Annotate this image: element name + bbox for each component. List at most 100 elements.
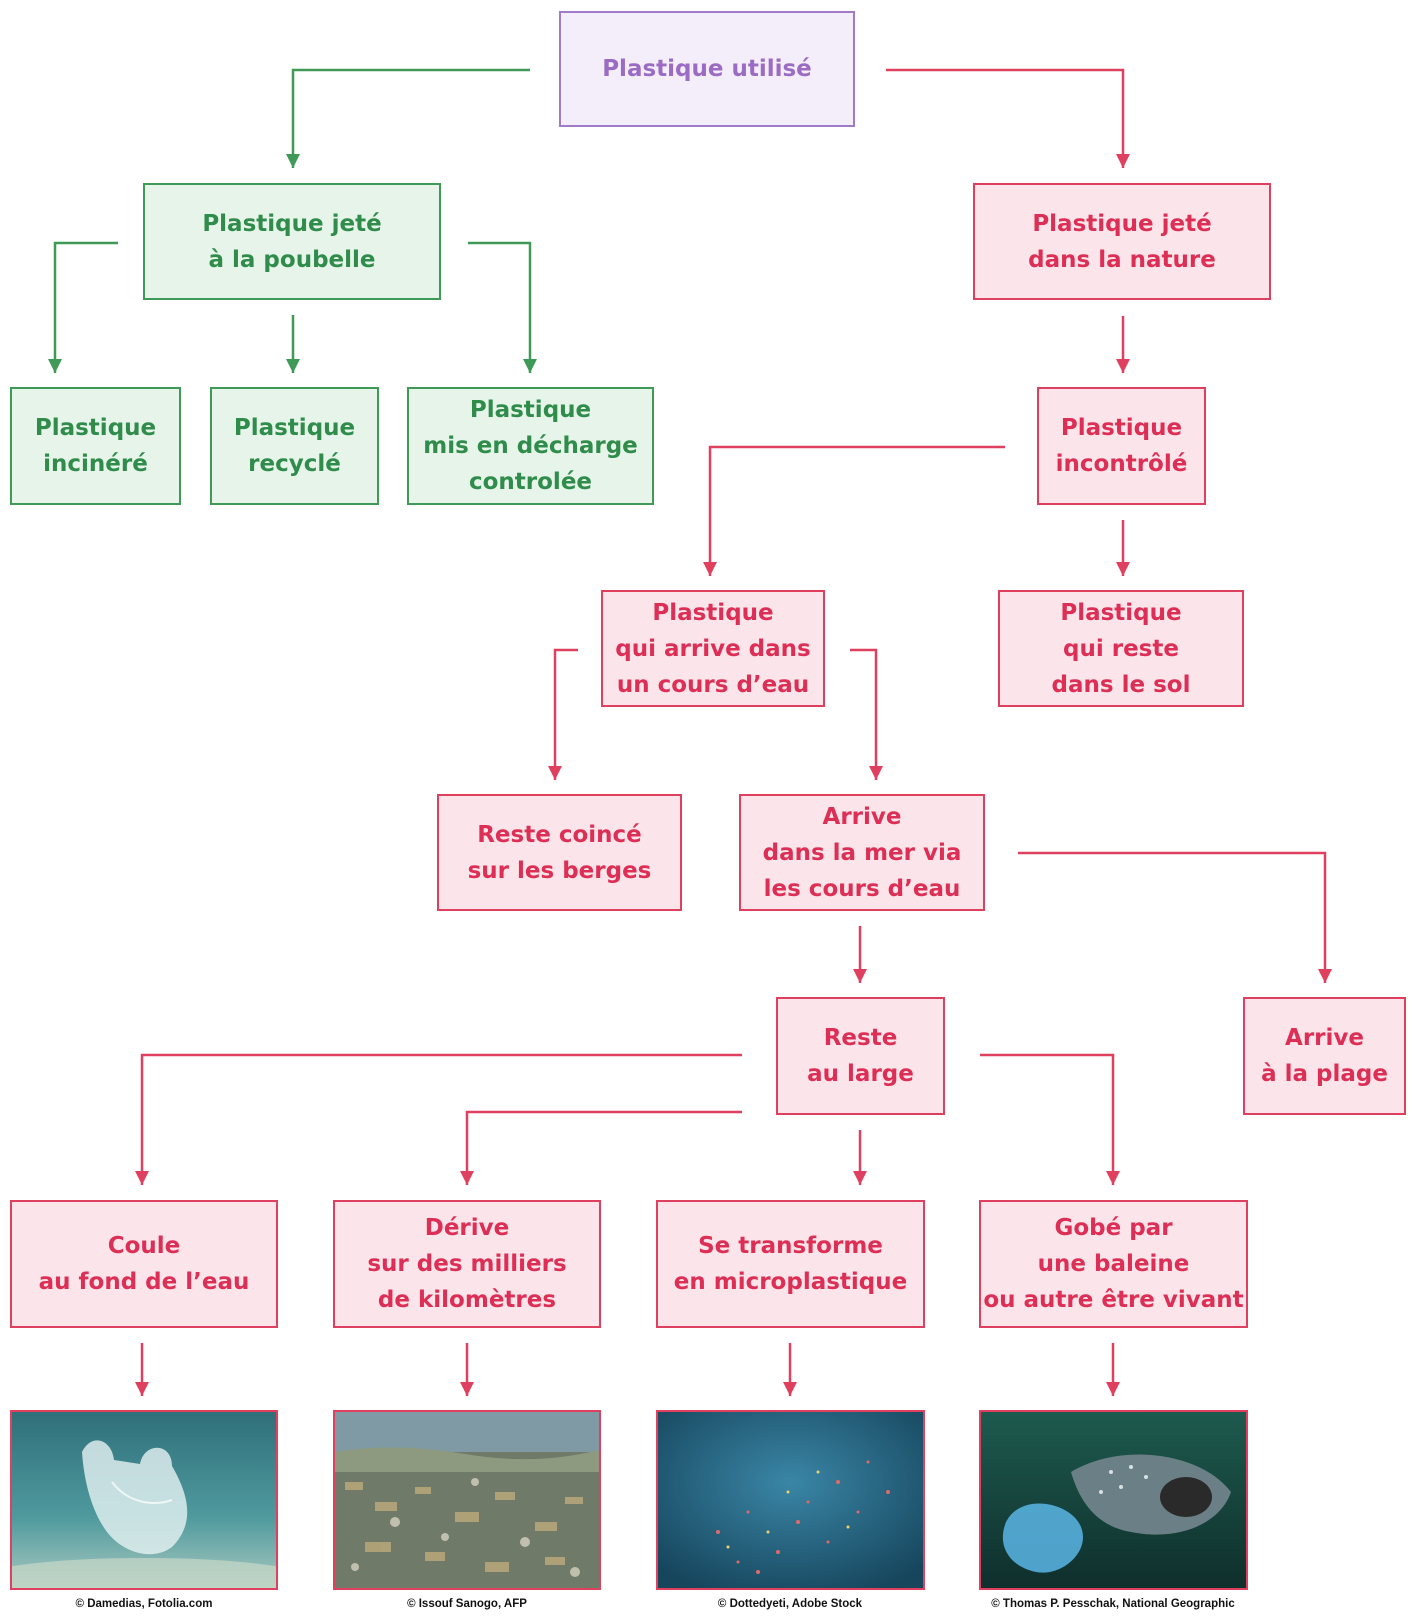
node-line: les cours d’eau <box>763 875 961 902</box>
node-line: en microplastique <box>673 1269 908 1295</box>
connector-large-derive <box>465 1110 742 1185</box>
arrowhead-icon <box>1116 154 1130 168</box>
node-micro: Se transforme en microplastique <box>656 1200 925 1328</box>
node-line: de kilomètres <box>377 1287 557 1313</box>
node-line: Reste <box>823 1025 898 1051</box>
arrowhead-icon <box>286 154 300 168</box>
node-line: dans le sol <box>1051 671 1191 698</box>
photo-plastic-bag-underwater <box>10 1410 278 1590</box>
photo-credit: © Damedias, Fotolia.com <box>75 1598 213 1610</box>
node-line: Dérive <box>424 1215 510 1241</box>
arrowhead-icon <box>548 766 562 780</box>
node-nature: Plastique jeté dans la nature <box>973 183 1271 300</box>
connector-poubelle-decharge <box>468 241 532 373</box>
photo-plastic-bag-image <box>12 1412 276 1588</box>
node-line: Arrive <box>1285 1025 1364 1051</box>
node-line: Gobé par <box>1054 1215 1173 1241</box>
connector-large-coule <box>140 1053 742 1185</box>
arrowhead-icon <box>1106 1382 1120 1396</box>
node-incinere: Plastique incinéré <box>10 387 181 505</box>
photo-microplastics-image <box>658 1412 923 1588</box>
node-line: au large <box>807 1061 914 1087</box>
node-line: à la plage <box>1261 1061 1388 1087</box>
node-line: Plastique <box>652 599 774 626</box>
node-line: dans la mer via <box>762 839 962 866</box>
photo-floating-plastic-waste <box>333 1410 601 1590</box>
photo-microplastics-in-water <box>656 1410 925 1590</box>
photo-credit: © Issouf Sanogo, AFP <box>407 1598 527 1610</box>
node-line: Plastique <box>34 415 157 441</box>
node-derive: Dérive sur des milliers de kilomètres <box>333 1200 601 1328</box>
node-line: Se transforme <box>698 1233 883 1259</box>
node-line: Plastique <box>469 397 592 423</box>
node-gobe: Gobé par une baleine ou autre être vivant <box>979 1200 1248 1328</box>
arrowhead-icon <box>135 1382 149 1396</box>
connector-incontrole-cours-eau <box>708 445 1005 576</box>
node-sol: Plastique qui reste dans le sol <box>998 590 1244 707</box>
node-line: controlée <box>468 469 593 495</box>
node-recycle: Plastique recyclé <box>210 387 379 505</box>
node-line: un cours d’eau <box>616 671 810 698</box>
node-plastique-utilise: Plastique utilisé <box>559 11 855 127</box>
node-line: ou autre être vivant <box>983 1287 1244 1313</box>
node-poubelle: Plastique jeté à la poubelle <box>143 183 441 300</box>
photo-credit: © Dottedyeti, Adobe Stock <box>717 1598 863 1610</box>
arrowhead-icon <box>286 359 300 373</box>
node-line: Plastique jeté <box>202 210 382 237</box>
arrowhead-icon <box>523 359 537 373</box>
node-cours-eau: Plastique qui arrive dans un cours d’eau <box>601 590 825 707</box>
node-coule: Coule au fond de l’eau <box>10 1200 278 1328</box>
arrowhead-icon <box>853 969 867 983</box>
arrowhead-icon <box>135 1171 149 1185</box>
node-line: sur des milliers <box>367 1251 567 1277</box>
node-line: à la poubelle <box>208 246 376 273</box>
node-line: au fond de l’eau <box>38 1269 250 1295</box>
node-decharge: Plastique mis en décharge controlée <box>407 387 654 505</box>
photo-whale-shark-image <box>981 1412 1246 1588</box>
arrowhead-icon <box>460 1171 474 1185</box>
arrowhead-icon <box>869 766 883 780</box>
arrowhead-icon <box>1116 359 1130 373</box>
connector-cours-eau-mer <box>850 648 878 780</box>
arrowhead-icon <box>1318 969 1332 983</box>
node-mer: Arrive dans la mer via les cours d’eau <box>739 794 985 911</box>
connector-root-poubelle <box>291 68 530 168</box>
arrowhead-icon <box>1116 562 1130 576</box>
arrowhead-icon <box>703 562 717 576</box>
node-line: Plastique <box>233 415 356 441</box>
node-line: Plastique <box>1060 599 1182 626</box>
node-line: incinéré <box>43 451 148 477</box>
node-line: qui arrive dans <box>615 635 811 662</box>
node-line: Coule <box>107 1233 181 1259</box>
photo-credit: © Thomas P. Pesschak, National Geographi… <box>991 1598 1235 1610</box>
node-line: mis en décharge <box>423 433 638 459</box>
node-line: incontrôlé <box>1055 451 1188 477</box>
node-incontrole: Plastique incontrôlé <box>1037 387 1206 505</box>
node-line: sur les berges <box>467 857 652 884</box>
node-line: Reste coincé <box>477 821 642 848</box>
node-plage: Arrive à la plage <box>1243 997 1406 1115</box>
node-line: Plastique utilisé <box>602 56 812 82</box>
photo-floating-waste-image <box>335 1412 599 1588</box>
node-line: Plastique <box>1060 415 1183 441</box>
node-line: une baleine <box>1037 1251 1190 1277</box>
node-berges: Reste coincé sur les berges <box>437 794 682 911</box>
arrowhead-icon <box>460 1382 474 1396</box>
arrowhead-icon <box>783 1382 797 1396</box>
connector-cours-eau-berges <box>553 648 578 780</box>
connector-mer-plage <box>1018 851 1327 983</box>
connector-large-gobe <box>980 1053 1115 1185</box>
node-large: Reste au large <box>776 997 945 1115</box>
node-line: qui reste <box>1063 635 1179 662</box>
arrowhead-icon <box>1106 1171 1120 1185</box>
node-line: dans la nature <box>1028 246 1216 273</box>
connector-poubelle-incinere <box>53 241 118 373</box>
node-line: recyclé <box>248 451 341 477</box>
arrowhead-icon <box>48 359 62 373</box>
node-line: Arrive <box>822 803 902 830</box>
node-line: Plastique jeté <box>1032 210 1212 237</box>
photo-whale-shark-with-bag <box>979 1410 1248 1590</box>
connector-root-nature <box>886 68 1125 168</box>
